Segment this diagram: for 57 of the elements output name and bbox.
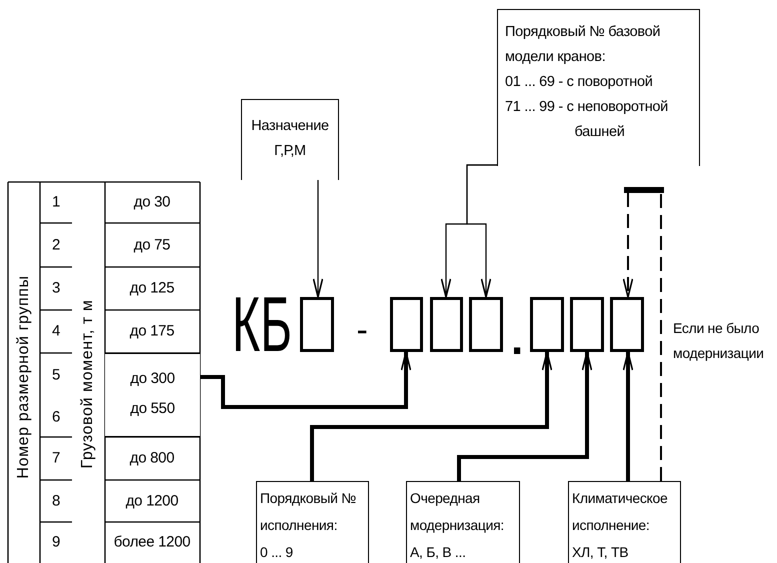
connector-line xyxy=(660,193,662,481)
table-heading: Грузовой момент, т м xyxy=(79,300,97,468)
callout-text: Назначение xyxy=(250,117,330,136)
arrow xyxy=(466,164,497,298)
moment-value: более 1200 xyxy=(114,534,190,550)
group-number: 5 xyxy=(52,366,60,384)
group-number: 4 xyxy=(52,322,60,340)
callout-text: Очередная модернизация: xyxy=(410,489,506,535)
callout-box xyxy=(497,9,700,166)
callout-text: 71 ... 99 - с неповоротной башней xyxy=(505,98,669,142)
group-number: 7 xyxy=(52,450,60,466)
moment-value: до 550 xyxy=(129,399,176,419)
callout-text: Климатическое исполнение: xyxy=(572,489,669,535)
callout-text: 0 ... 9 xyxy=(260,543,294,562)
group-number: 2 xyxy=(52,236,60,254)
digit-box xyxy=(610,297,644,352)
digit-box xyxy=(430,297,463,352)
callout-box xyxy=(256,481,369,563)
callout-text: 01 ... 69 - с поворотной xyxy=(505,73,654,92)
moment-value: до 175 xyxy=(130,322,174,340)
table-cell xyxy=(105,353,200,437)
moment-value: до 1200 xyxy=(126,492,178,510)
group-number: 6 xyxy=(52,408,60,426)
group-number: 9 xyxy=(52,534,60,550)
arrow xyxy=(622,193,634,298)
callout-text: ХЛ, Т, ТВ xyxy=(572,543,630,562)
group-number: 1 xyxy=(52,194,60,210)
callout-text: Порядковый № базовой модели кранов: xyxy=(505,23,662,67)
callout-box xyxy=(406,481,520,563)
moment-value: до 800 xyxy=(130,450,174,466)
group-number: 8 xyxy=(52,492,60,510)
arrow xyxy=(312,180,324,298)
arrow xyxy=(310,351,552,481)
callout-box xyxy=(568,481,681,563)
table-heading: Номер размерной группы xyxy=(15,275,33,479)
arrow xyxy=(622,351,634,481)
digit-box xyxy=(469,297,503,352)
moment-value: до 30 xyxy=(134,194,170,210)
callout-text: Порядковый № исполнения: xyxy=(260,489,357,535)
moment-value: до 125 xyxy=(130,280,174,296)
callout-box xyxy=(241,99,339,180)
moment-value: до 75 xyxy=(134,236,170,254)
moment-value: до 300 xyxy=(129,369,176,389)
digit-box xyxy=(390,297,423,352)
dash-bar xyxy=(624,187,664,193)
code-prefix: КБ xyxy=(232,285,292,363)
note-text: Если не было модернизации xyxy=(673,319,765,363)
separator-dot: . xyxy=(511,318,523,362)
arrow xyxy=(200,351,412,409)
group-number: 3 xyxy=(52,280,60,296)
separator-dash: - xyxy=(356,313,368,347)
digit-box xyxy=(300,297,334,352)
callout-text: Г,Р,М xyxy=(273,142,307,161)
arrow xyxy=(457,351,592,481)
digit-box xyxy=(530,297,564,352)
digit-box xyxy=(570,297,604,352)
callout-text: А, Б, В ... xyxy=(410,543,467,562)
